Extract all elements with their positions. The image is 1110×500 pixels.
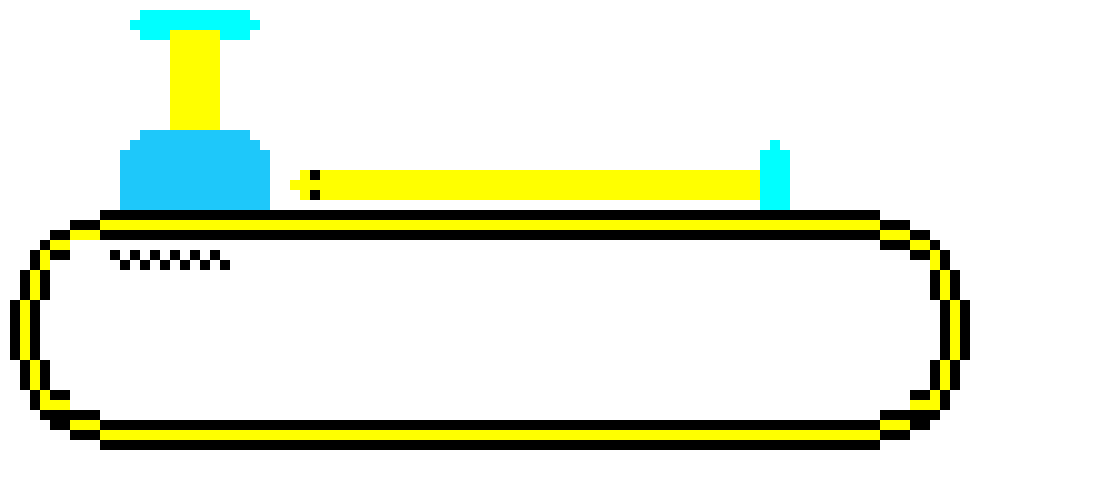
tread-right-curve bbox=[880, 220, 970, 440]
turret bbox=[120, 130, 270, 210]
tread-top-stripe bbox=[100, 220, 880, 230]
tank-tread bbox=[10, 210, 970, 450]
hatch-cap-rim bbox=[130, 20, 260, 30]
tread-top-inner bbox=[100, 230, 880, 240]
tread-bottom-outer bbox=[100, 440, 880, 450]
hatch-cap bbox=[130, 10, 260, 40]
cannon-breech-notch-lower bbox=[310, 190, 320, 200]
tread-top-outer bbox=[100, 210, 880, 220]
tread-left-curve bbox=[10, 220, 100, 440]
cannon-barrel bbox=[320, 170, 770, 200]
cannon-muzzle-tip bbox=[770, 140, 780, 150]
tread-bottom-inner bbox=[100, 420, 880, 430]
tank-sprite bbox=[10, 10, 970, 450]
cannon-breech-fill bbox=[310, 180, 320, 190]
cannon-breech-tip bbox=[290, 180, 300, 190]
cannon-muzzle bbox=[760, 150, 790, 210]
hatch-cap-bottom bbox=[140, 30, 170, 40]
tread-bottom-stripe bbox=[100, 430, 880, 440]
turret-body bbox=[120, 150, 270, 210]
cannon-breech bbox=[300, 170, 310, 200]
hatch-cap-bottom-right bbox=[220, 30, 250, 40]
turret-shoulder bbox=[130, 140, 260, 150]
periscope-stem bbox=[170, 30, 220, 130]
cannon bbox=[290, 140, 790, 210]
turret-top bbox=[140, 130, 250, 140]
hatch-cap-top bbox=[140, 10, 250, 20]
tread-teeth bbox=[110, 250, 230, 270]
cannon-breech-notch bbox=[310, 170, 320, 180]
